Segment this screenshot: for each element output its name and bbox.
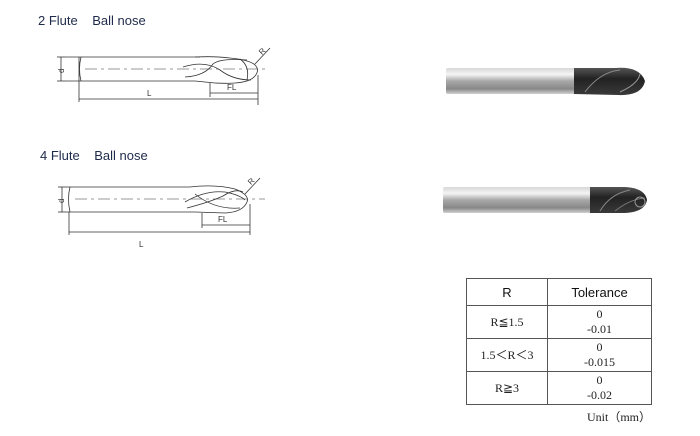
label-r: R [246,176,257,187]
label-fl: FL [227,83,237,92]
label-l: L [139,240,144,249]
upper-tolerance: 0 [596,340,603,354]
tolerance-cell: 0-0.02 [547,371,652,405]
lower-tolerance: -0.02 [587,388,612,402]
unit-label: Unit（mm） [587,410,652,424]
drawing-4-flute-ball-nose: d L FL R [57,176,265,249]
label-d: d [57,199,66,203]
upper-tolerance: 0 [596,373,603,387]
tolerance-cell: 0-0.015 [547,338,652,372]
tolerance-cell: 0-0.01 [547,305,652,339]
label-fl: FL [218,215,228,224]
label-d: d [57,69,66,73]
range-cell: 1.5＜R＜3 [466,338,548,372]
table-header-row: R Tolerance [466,278,652,306]
photo-2-flute-end-mill [446,67,645,96]
tolerance-table: R Tolerance R≦1.5 0-0.01 1.5＜R＜3 0-0.015… [466,278,652,405]
header-r: R [466,278,548,306]
drawing-2-flute-ball-nose: d L FL R [57,46,271,105]
lower-tolerance: -0.015 [584,355,615,369]
label-l: L [147,89,152,98]
heading-4-flute: 4 Flute Ball nose [40,148,148,163]
table-row: R≦1.5 0-0.01 [466,305,652,339]
header-tolerance: Tolerance [547,278,652,306]
upper-tolerance: 0 [596,307,603,321]
lower-tolerance: -0.01 [587,322,612,336]
table-row: 1.5＜R＜3 0-0.015 [466,338,652,372]
range-cell: R≦1.5 [466,305,548,339]
heading-2-flute: 2 Flute Ball nose [38,13,146,28]
table-row: R≧3 0-0.02 [466,371,652,405]
range-cell: R≧3 [466,371,548,405]
photo-4-flute-end-mill [443,187,647,213]
label-r: R [257,46,268,57]
